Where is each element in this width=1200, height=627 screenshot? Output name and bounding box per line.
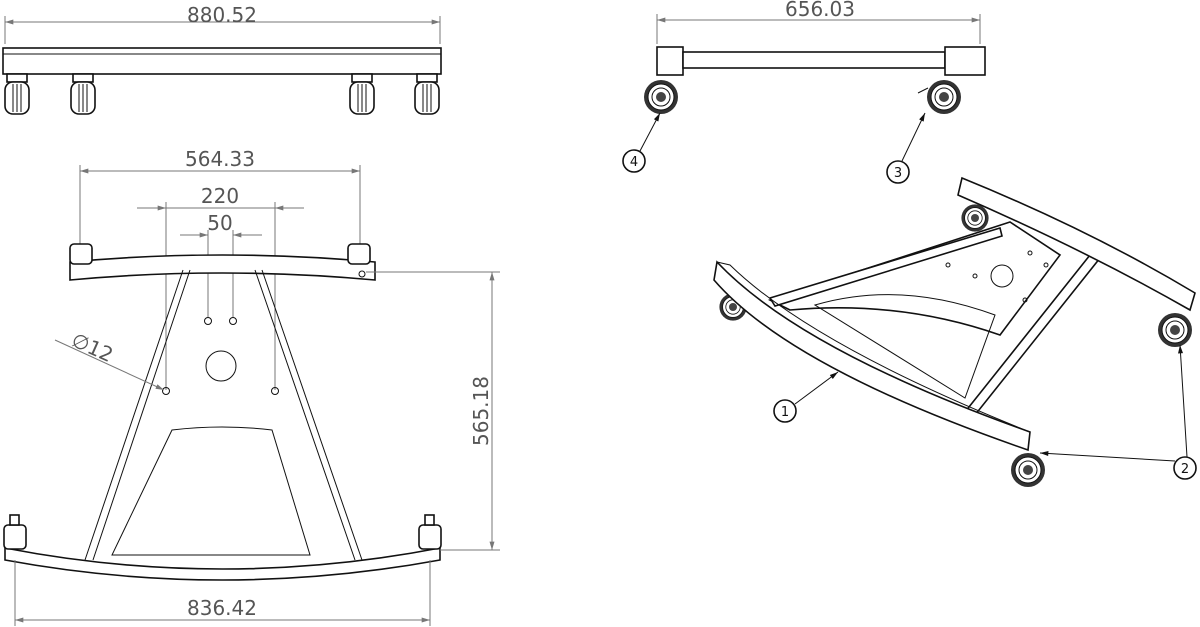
isometric-view: 1 2 [713, 176, 1197, 488]
frame-leg [254, 269, 363, 561]
dimension-220: 220 [201, 184, 239, 208]
rear-crossbar [4, 547, 441, 581]
caster-icon [347, 243, 371, 265]
front-crossbar [713, 260, 1031, 452]
mount-hole [229, 317, 237, 325]
mount-hole [162, 387, 170, 395]
svg-text:3: 3 [894, 166, 902, 181]
frame-leg [768, 226, 1003, 307]
caster-wheel-icon [961, 203, 990, 232]
side-beam [682, 51, 946, 69]
svg-text:2: 2 [1181, 462, 1189, 477]
caster-wheel-icon [1157, 312, 1193, 348]
dimension-565-18: 565.18 [469, 376, 493, 446]
balloon-4 [622, 149, 646, 173]
mount-hole [271, 387, 279, 395]
base-beam [2, 47, 442, 75]
mount-hole [204, 317, 212, 325]
dimension-564-33: 564.33 [185, 147, 255, 171]
caster-icon [4, 73, 30, 115]
base-plate [767, 221, 1062, 336]
dimension-50: 50 [207, 211, 232, 235]
balloon-1 [773, 399, 797, 423]
caster-wheel-icon [643, 79, 679, 115]
dimension-diameter-12: ∅12 [68, 328, 117, 367]
top-view: 564.33 220 50 ∅12 [3, 147, 500, 626]
cable-hole [205, 350, 237, 382]
frame-leg [84, 269, 191, 561]
dimension-880-52: 880.52 [187, 3, 257, 27]
caster-icon [414, 73, 440, 115]
front-view: 880.52 [2, 3, 442, 115]
front-crossbar [69, 254, 376, 281]
caster-wheel-icon [926, 79, 962, 115]
dimension-656-03: 656.03 [785, 0, 855, 21]
caster-icon [69, 243, 93, 265]
svg-text:1: 1 [781, 405, 789, 420]
balloon-2 [1173, 456, 1197, 480]
caster-wheel-icon [1010, 452, 1046, 488]
rear-crossbar [957, 176, 1196, 312]
frame-cutout [111, 426, 311, 556]
caster-icon [418, 524, 442, 550]
side-view: 656.03 4 3 [622, 0, 986, 184]
dimension-836-42: 836.42 [187, 596, 257, 620]
caster-icon [349, 73, 375, 115]
caster-icon [3, 524, 27, 550]
caster-icon [70, 73, 96, 115]
svg-text:4: 4 [630, 155, 638, 170]
balloon-3 [886, 160, 910, 184]
